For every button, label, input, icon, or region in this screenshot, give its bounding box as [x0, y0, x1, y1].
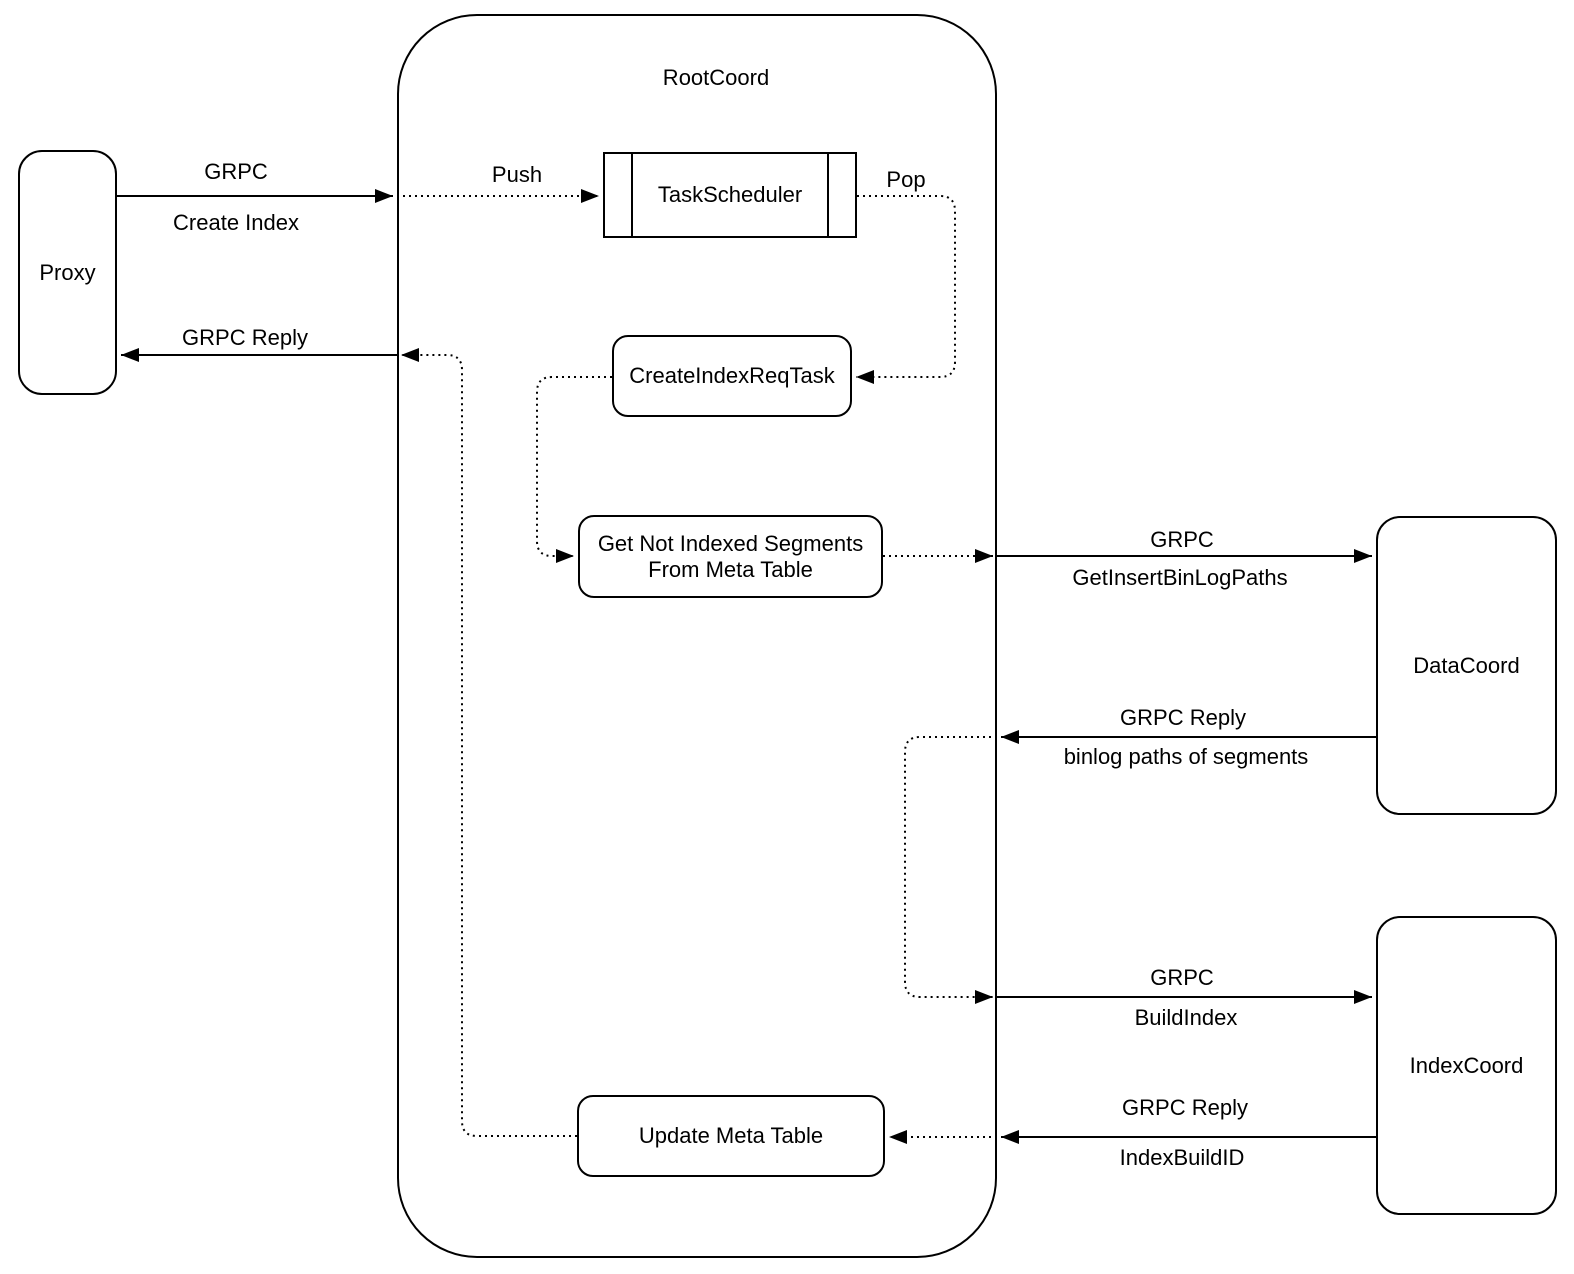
label-proxy-reply: GRPC Reply [182, 325, 308, 350]
label-create-index-detail: Create Index [173, 210, 299, 235]
node-get-not-indexed-segments-line2: From Meta Table [648, 556, 813, 582]
process-bar-right [827, 154, 829, 236]
label-push: Push [491, 162, 543, 187]
label-binlog-reply-protocol: GRPC Reply [1120, 705, 1246, 730]
label-buildindex-protocol: GRPC [1150, 965, 1214, 990]
node-get-not-indexed-segments-line1: Get Not Indexed Segments [597, 530, 864, 556]
node-proxy: Proxy [18, 150, 117, 395]
node-datacoord-label: DataCoord [1413, 652, 1520, 678]
rootcoord-title: RootCoord [662, 65, 770, 90]
label-getinsertbinlogpaths-protocol: GRPC [1150, 527, 1214, 552]
node-update-meta-table-label: Update Meta Table [638, 1123, 824, 1148]
label-buildindex-detail: BuildIndex [1134, 1005, 1238, 1030]
node-datacoord: DataCoord [1376, 516, 1557, 815]
label-getinsertbinlogpaths-detail: GetInsertBinLogPaths [1072, 565, 1288, 590]
process-bar-left [631, 154, 633, 236]
node-create-index-req-task: CreateIndexReqTask [612, 335, 852, 417]
label-indexbuildid-protocol: GRPC Reply [1122, 1095, 1248, 1120]
node-task-scheduler: TaskScheduler [603, 152, 857, 238]
node-task-scheduler-label: TaskScheduler [657, 182, 803, 207]
label-pop: Pop [886, 167, 926, 192]
node-proxy-label: Proxy [39, 259, 96, 285]
node-create-index-req-task-label: CreateIndexReqTask [629, 363, 835, 388]
label-binlog-reply-detail: binlog paths of segments [1063, 744, 1309, 769]
node-indexcoord-label: IndexCoord [1409, 1052, 1524, 1078]
node-indexcoord: IndexCoord [1376, 916, 1557, 1215]
node-update-meta-table: Update Meta Table [577, 1095, 885, 1177]
node-get-not-indexed-segments: Get Not Indexed Segments From Meta Table [578, 515, 883, 598]
label-indexbuildid-detail: IndexBuildID [1119, 1145, 1245, 1170]
label-create-index-protocol: GRPC [204, 159, 268, 184]
